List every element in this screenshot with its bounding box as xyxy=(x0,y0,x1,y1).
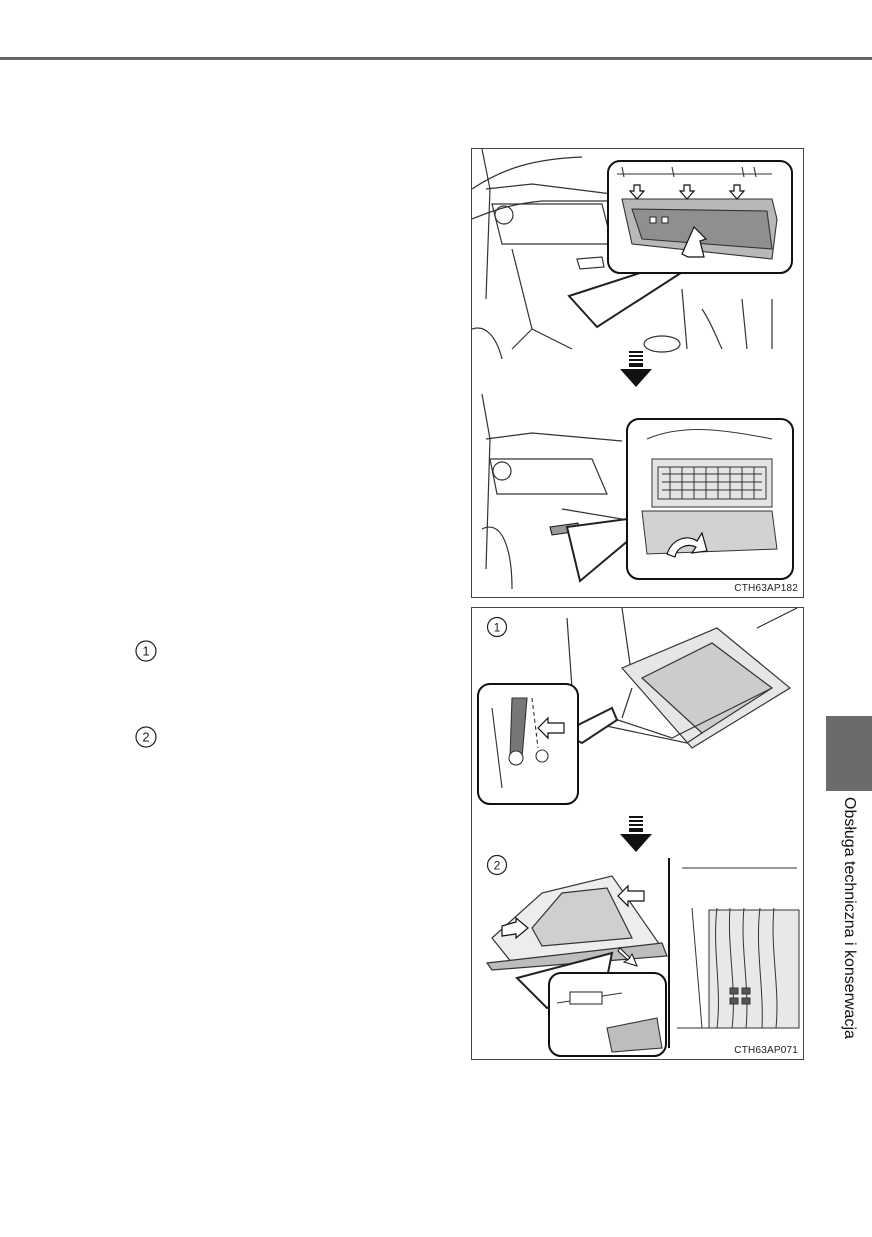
step-marker-2-number: 2 xyxy=(142,730,149,745)
figure-code-2: CTH63AP071 xyxy=(734,1045,798,1056)
glove-box-removal-illustration: 1 2 CTH63AP071 xyxy=(471,607,804,1060)
chapter-tab xyxy=(826,716,872,791)
glove-box-removal-drawing xyxy=(477,608,800,1057)
chapter-label: Obsługa techniczna i konserwacja xyxy=(841,797,858,1039)
header-rule xyxy=(0,57,872,60)
fuse-box-cover-illustration: CTH63AP182 xyxy=(471,148,804,598)
fuse-box-cover-drawing xyxy=(472,149,794,590)
step-marker-1-number: 1 xyxy=(142,644,149,659)
figure-step-1-marker: 1 xyxy=(486,616,508,638)
figure-step-2-number: 2 xyxy=(494,859,501,873)
step-marker-2: 2 xyxy=(134,725,158,749)
figure-code-1: CTH63AP182 xyxy=(734,583,798,594)
figure-step-1-number: 1 xyxy=(494,621,501,635)
figure-step-2-marker: 2 xyxy=(486,854,508,876)
step-marker-1: 1 xyxy=(134,639,158,663)
